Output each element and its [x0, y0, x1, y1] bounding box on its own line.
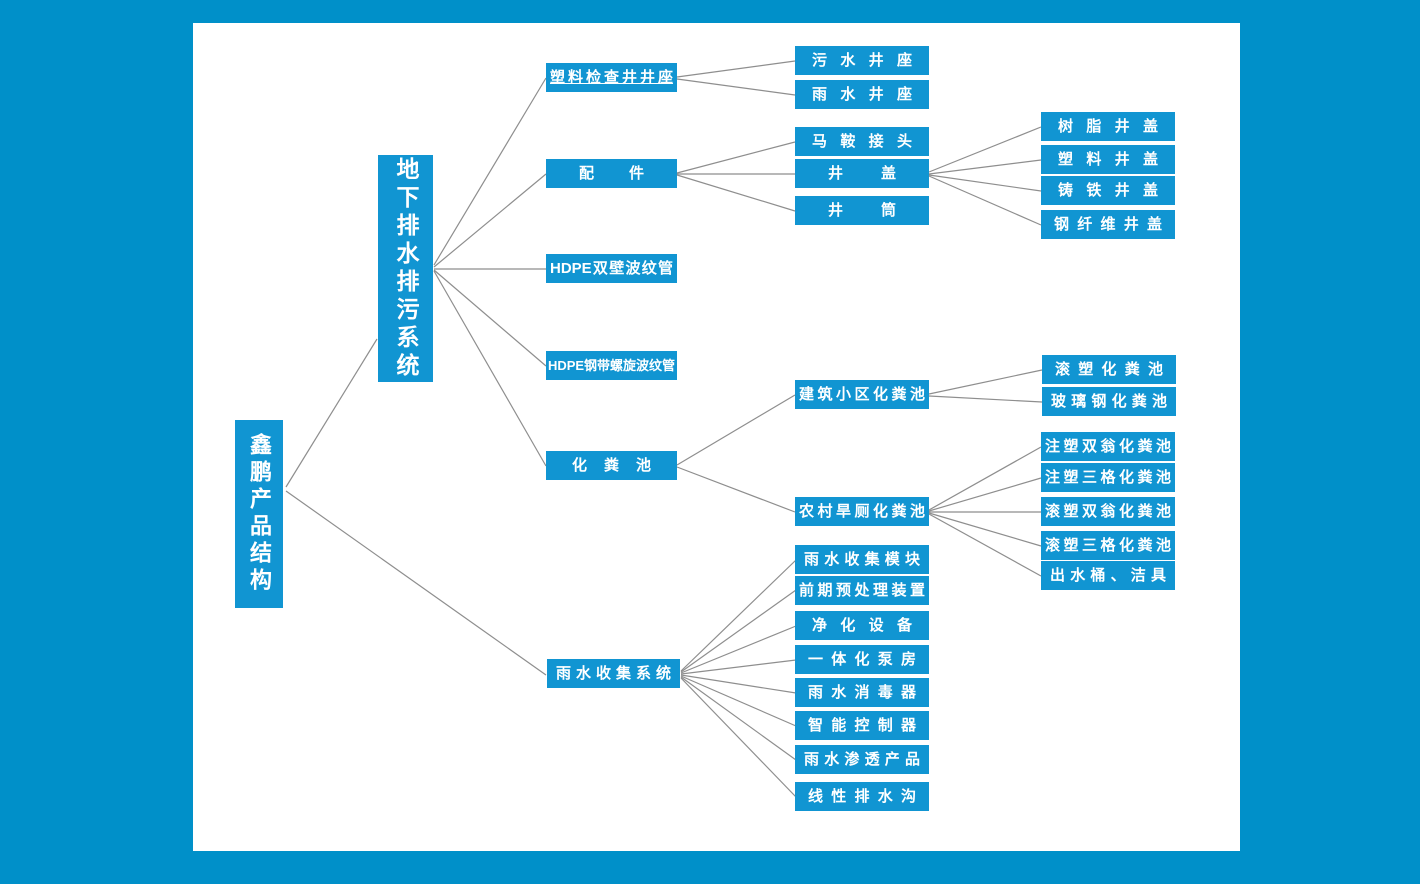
node-linear-drainage-ditch: 线性排水沟 — [795, 782, 929, 811]
node-well-barrel: 井筒 — [795, 196, 929, 225]
node-integrated-pump-house: 一体化泵房 — [795, 645, 929, 674]
node-accessories: 配件 — [546, 159, 677, 188]
node-plastic-inspection-well-seat: 塑料检查井井座 — [546, 63, 677, 92]
node-septic-tank: 化粪池 — [546, 451, 677, 480]
node-rain-sterilizer: 雨水消毒器 — [795, 678, 929, 707]
node-pretreatment-device: 前期预处理装置 — [795, 576, 929, 605]
node-smart-controller: 智能控制器 — [795, 711, 929, 740]
node-rainwater-collection-system: 雨水收集系统 — [547, 659, 680, 688]
node-resin-well-cover: 树脂井盖 — [1041, 112, 1175, 141]
node-roto-septic-tank: 滚塑化粪池 — [1042, 355, 1176, 384]
node-rain-collection-module: 雨水收集模块 — [795, 545, 929, 574]
node-community-septic-tank: 建筑小区化粪池 — [795, 380, 929, 409]
node-purification-equipment: 净化设备 — [795, 611, 929, 640]
node-rain-infiltration-products: 雨水渗透产品 — [795, 745, 929, 774]
node-steel-fiber-well-cover: 钢纤维井盖 — [1041, 210, 1175, 239]
node-underground-drainage-system: 地下排水排污系统 — [378, 155, 433, 382]
node-rural-septic-tank: 农村旱厕化粪池 — [795, 497, 929, 526]
node-sewage-well-seat: 污水井座 — [795, 46, 929, 75]
node-saddle-joint: 马鞍接头 — [795, 127, 929, 156]
node-hdpe-double-wall-pipe: HDPE双壁波纹管 — [546, 254, 677, 283]
node-roto-three-grid-septic: 滚塑三格化粪池 — [1041, 531, 1175, 560]
node-plastic-well-cover: 塑料井盖 — [1041, 145, 1175, 174]
node-hdpe-steel-belt-pipe: HDPE钢带螺旋波纹管 — [546, 351, 677, 380]
node-outlet-bucket-sanitary: 出水桶、洁具 — [1041, 561, 1175, 590]
node-inj-three-grid-septic: 注塑三格化粪池 — [1041, 463, 1175, 492]
node-rain-well-seat: 雨水井座 — [795, 80, 929, 109]
node-roto-double-urn-septic: 滚塑双翁化粪池 — [1041, 497, 1175, 526]
node-well-cover: 井盖 — [795, 159, 929, 188]
node-root: 鑫鹏产品结构图 — [199, 420, 283, 608]
node-cast-iron-well-cover: 铸铁井盖 — [1041, 176, 1175, 205]
node-inj-double-urn-septic: 注塑双翁化粪池 — [1041, 432, 1175, 461]
node-frp-septic-tank: 玻璃钢化粪池 — [1042, 387, 1176, 416]
